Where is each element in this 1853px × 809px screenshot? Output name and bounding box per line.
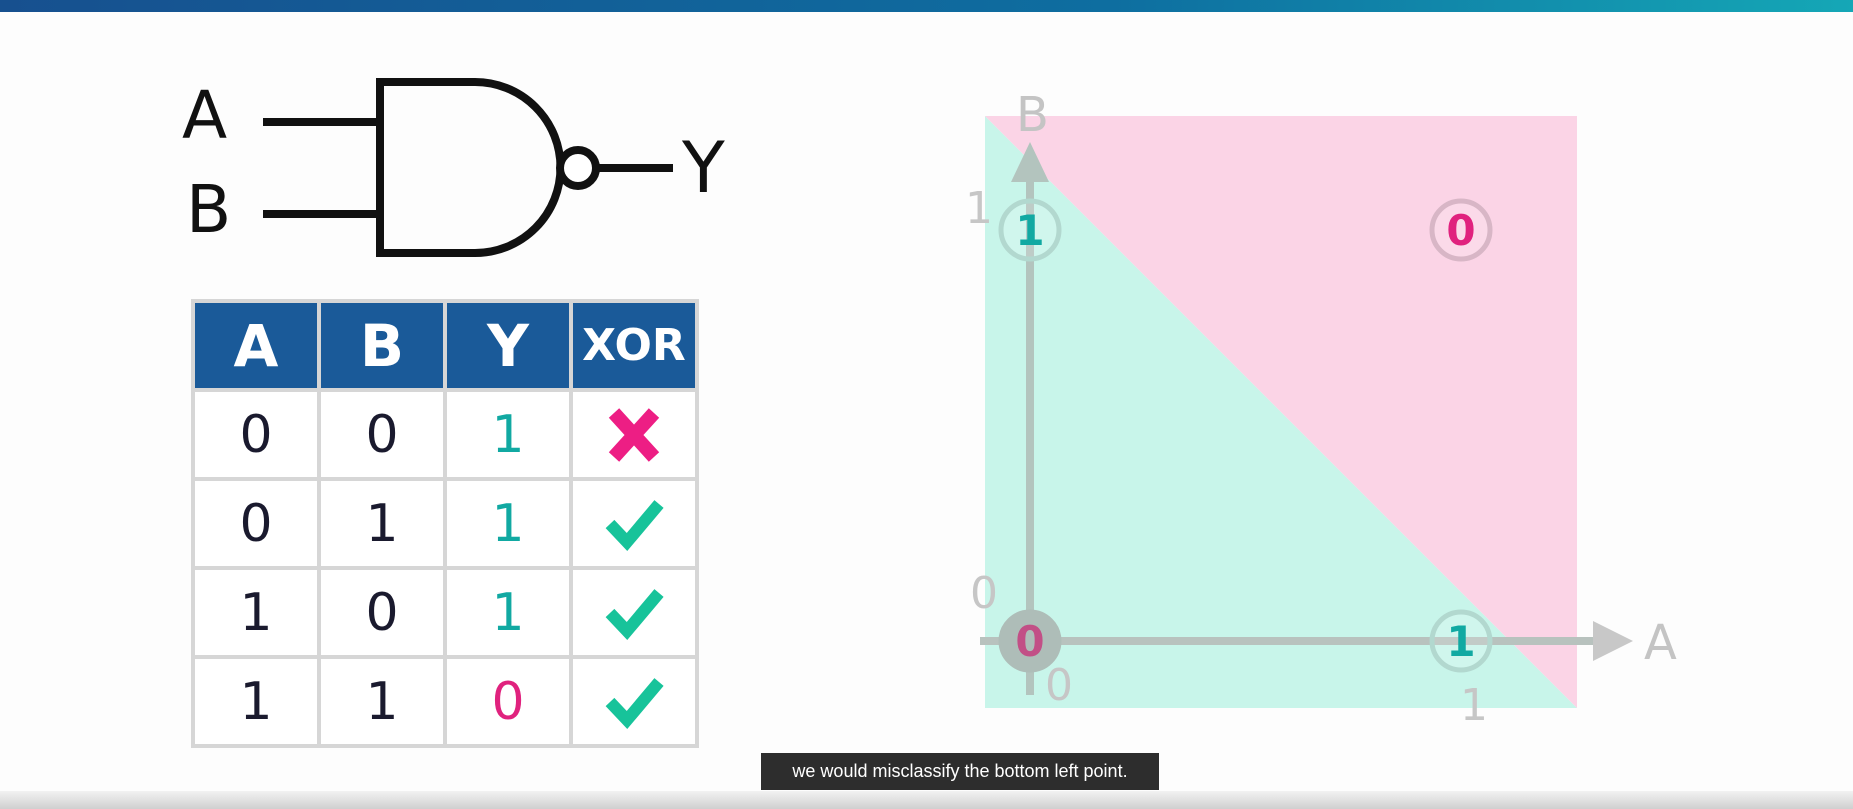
cell-b: 0 — [317, 566, 447, 659]
cell-xor — [569, 566, 699, 659]
cell-b: 1 — [317, 477, 447, 570]
y-tick-1: 1 — [965, 183, 993, 234]
point-label: 1 — [1015, 206, 1044, 255]
cross-icon — [608, 407, 660, 462]
point-label: 0 — [1446, 206, 1475, 255]
x-tick-1: 1 — [1460, 680, 1488, 730]
cell-xor — [569, 655, 699, 748]
cell-xor — [569, 388, 699, 481]
gate-output-label: Y — [681, 127, 725, 209]
point-marker — [1429, 198, 1493, 262]
cell-y: 1 — [443, 566, 573, 659]
cell-a: 0 — [191, 477, 321, 570]
check-icon — [605, 677, 664, 729]
x-axis-label: A — [1644, 615, 1677, 671]
gate-input-a-label: A — [182, 77, 227, 154]
cell-y: 1 — [443, 477, 573, 570]
header-y: Y — [443, 299, 573, 392]
cell-a: 1 — [191, 566, 321, 659]
point-label: 0 — [1015, 617, 1044, 666]
y-axis-arrow — [1011, 142, 1049, 182]
cell-a: 0 — [191, 388, 321, 481]
point-marker — [998, 198, 1062, 262]
header-xor: XOR — [569, 299, 699, 392]
point-0-0: 0 — [998, 609, 1062, 673]
point-label: 1 — [1446, 617, 1475, 666]
check-icon — [605, 499, 664, 551]
cell-a: 1 — [191, 655, 321, 748]
x-axis-arrow — [1593, 621, 1633, 661]
header-a: A — [191, 299, 321, 392]
region-class-0 — [985, 116, 1577, 708]
cell-y: 0 — [443, 655, 573, 748]
cell-b: 1 — [317, 655, 447, 748]
cell-xor — [569, 477, 699, 570]
point-marker — [1429, 609, 1493, 673]
point-1-0: 1 — [1429, 609, 1493, 673]
point-1-1: 0 — [1429, 198, 1493, 262]
gate-input-b-label: B — [186, 171, 231, 248]
truth-table-header-row: A B Y XOR — [191, 299, 699, 392]
y-axis-label: B — [1016, 87, 1049, 143]
nand-gate-diagram: A B Y — [182, 77, 725, 257]
cell-b: 0 — [317, 388, 447, 481]
data-points: 0 1 1 0 — [998, 198, 1493, 673]
header-b: B — [317, 299, 447, 392]
y-tick-0: 0 — [970, 568, 998, 619]
subtitle-caption: we would misclassify the bottom left poi… — [761, 753, 1159, 790]
top-progress-bar — [0, 0, 1853, 12]
gate-inverter-bubble — [556, 146, 600, 190]
gate-body — [376, 78, 565, 257]
bottom-edge-bar — [0, 791, 1853, 809]
check-icon — [605, 588, 664, 640]
point-marker — [998, 609, 1062, 673]
x-tick-0: 0 — [1045, 660, 1073, 711]
point-0-1: 1 — [998, 198, 1062, 262]
cell-y: 1 — [443, 388, 573, 481]
